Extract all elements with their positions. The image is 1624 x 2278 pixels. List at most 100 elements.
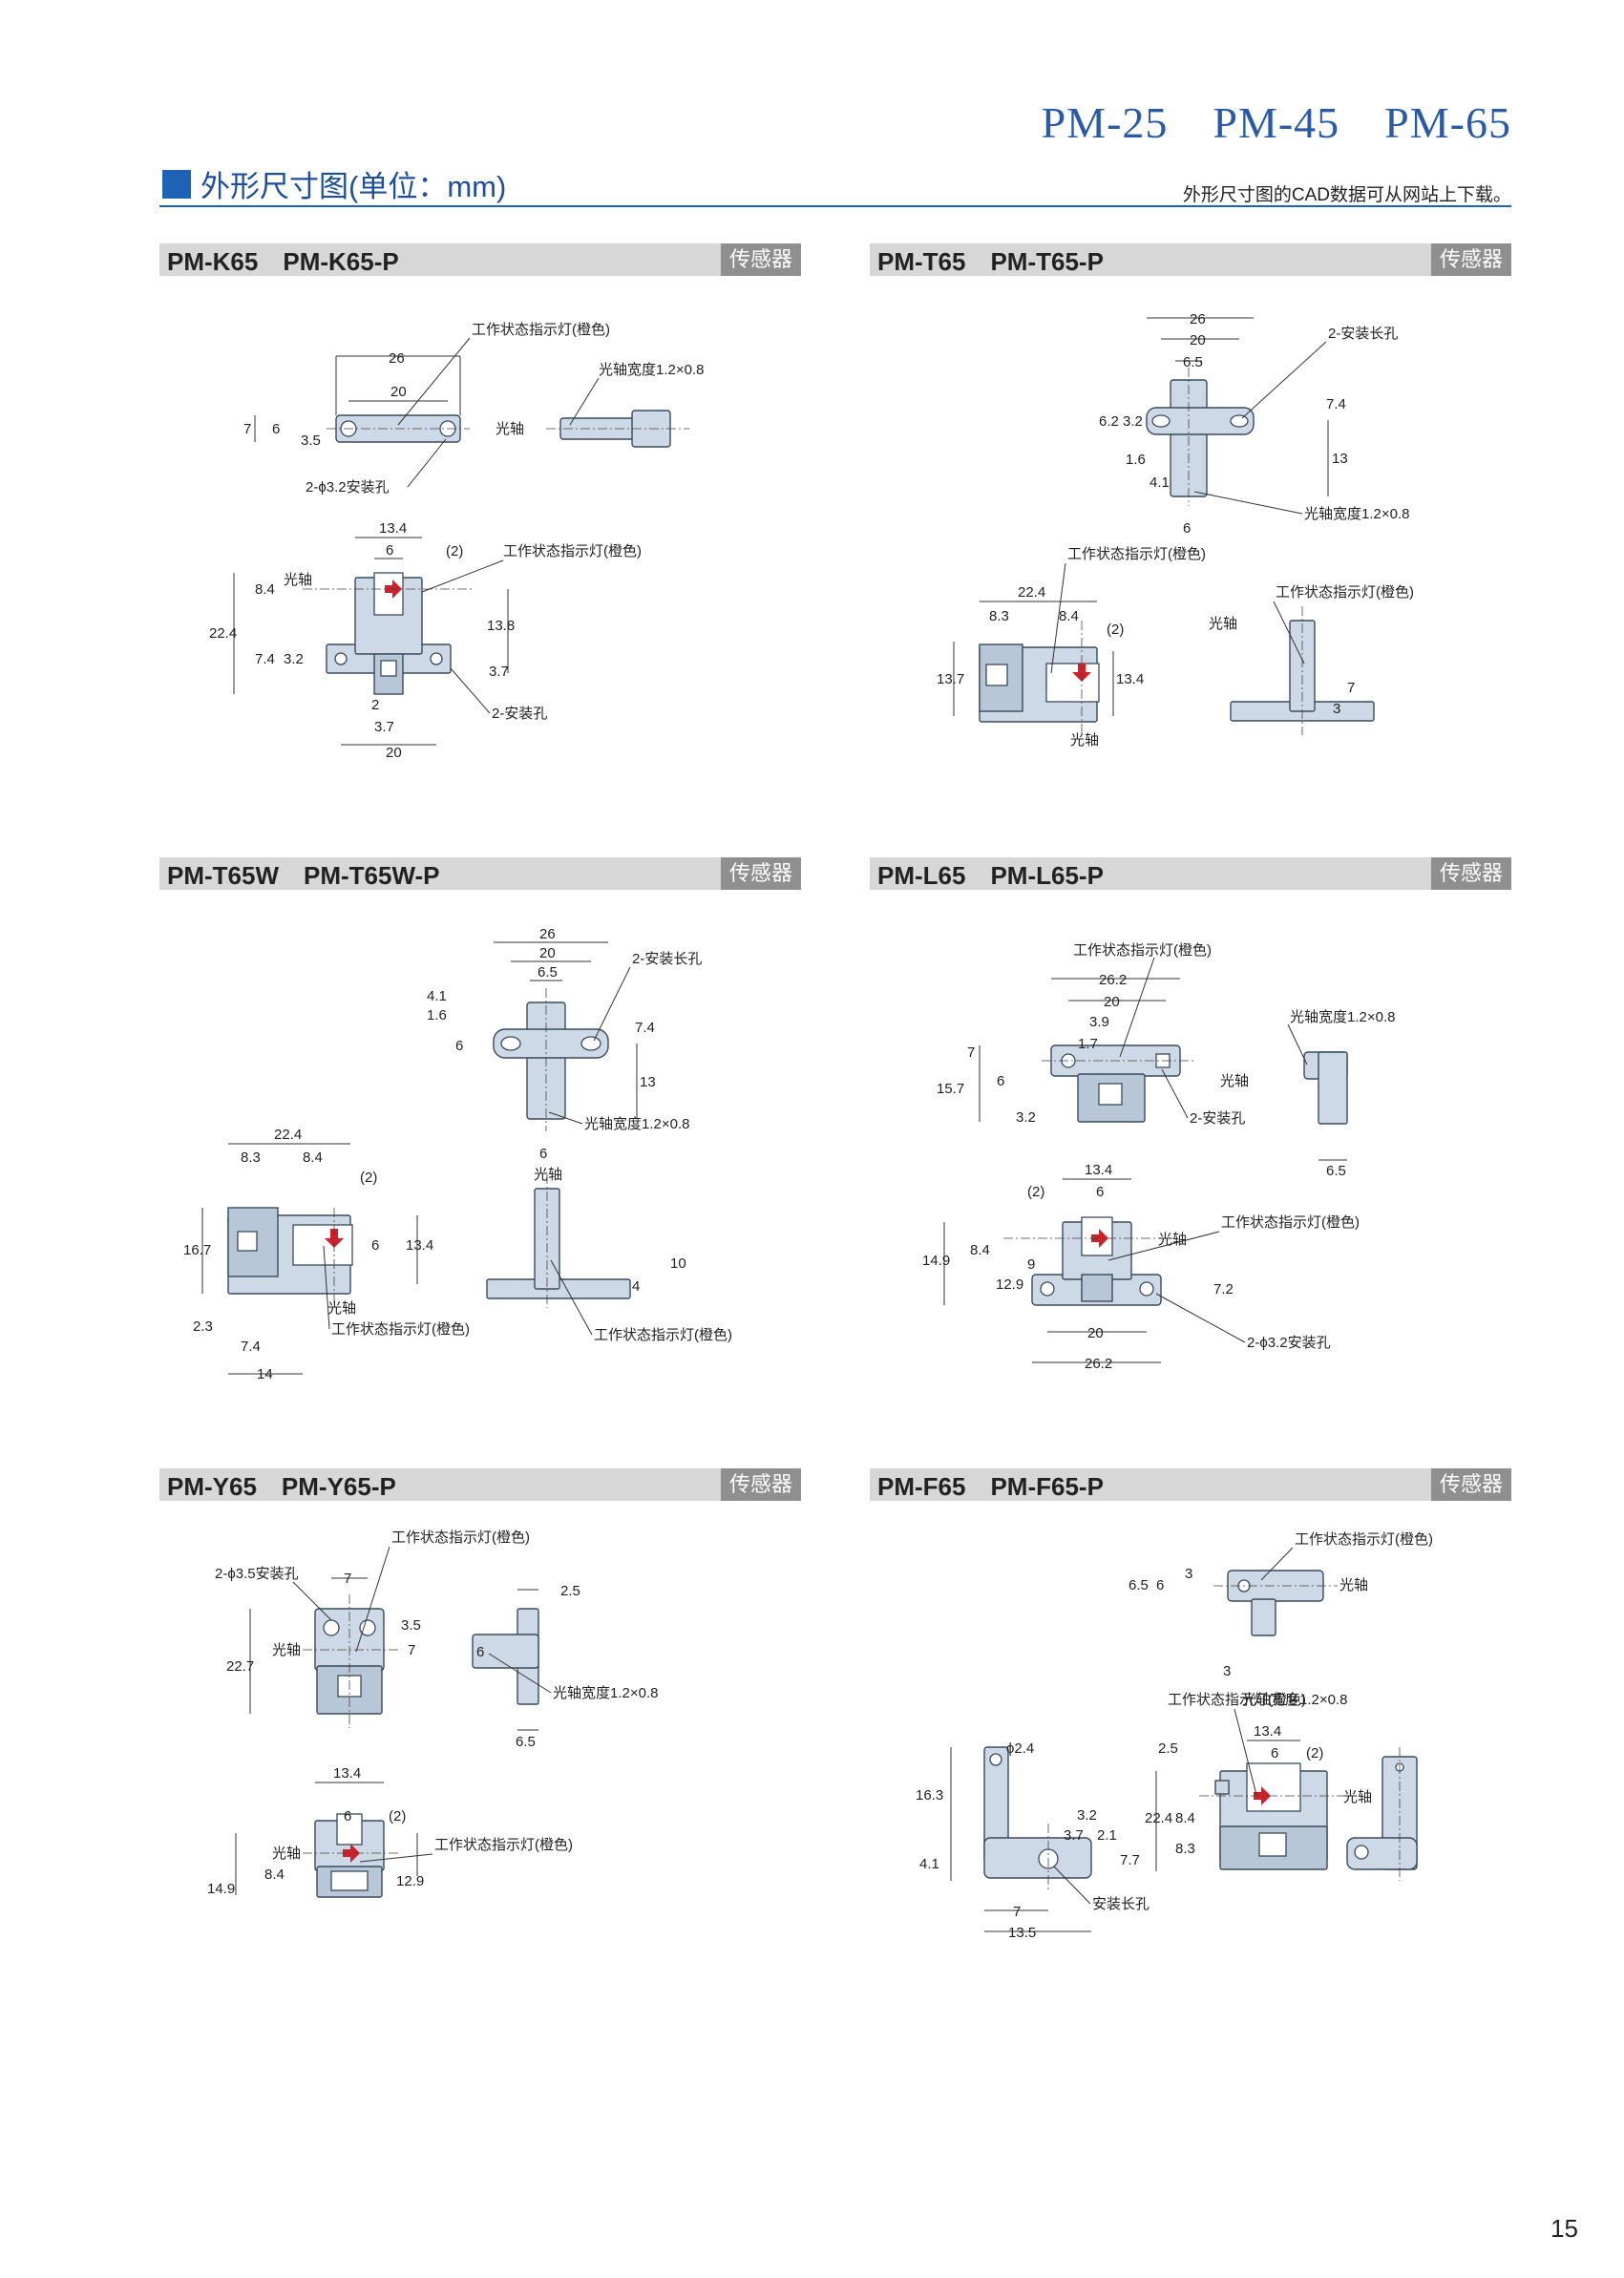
callout-label: 工作状态指示灯(橙色) bbox=[1073, 942, 1212, 959]
dimension-label: 3.7 bbox=[1064, 1827, 1084, 1844]
dimension-label: 8.3 bbox=[241, 1150, 261, 1166]
dimension-label: 13.4 bbox=[1085, 1162, 1112, 1178]
callout-label: 工作状态指示灯(橙色) bbox=[472, 322, 610, 338]
drawing-t65: 26 20 6.5 7.4 6.2 3.2 1.6 4.1 13 6 2-安装长… bbox=[937, 311, 1414, 749]
dimension-label: 6 bbox=[476, 1644, 484, 1660]
callout-label: 光轴 bbox=[1209, 616, 1237, 632]
dimension-label: 6 bbox=[371, 1237, 379, 1254]
dimension-label: 1.6 bbox=[1126, 452, 1146, 468]
dimension-label: 7.4 bbox=[1326, 396, 1346, 412]
dimension-label: 14 bbox=[257, 1366, 273, 1382]
callout-label: 光轴 bbox=[327, 1300, 356, 1317]
callout-label: 2-安装孔 bbox=[1190, 1110, 1245, 1127]
dimension-label: 6 bbox=[1096, 1184, 1104, 1200]
dimension-label: 4.1 bbox=[427, 988, 447, 1004]
dimension-label: 13.4 bbox=[333, 1765, 361, 1782]
callout-label: 工作状态指示灯(橙色) bbox=[1168, 1692, 1306, 1708]
dimension-label: 7.4 bbox=[635, 1020, 655, 1036]
section-divider bbox=[159, 205, 1511, 207]
dimension-label: 3.5 bbox=[301, 432, 321, 449]
dimension-label: 6 bbox=[1271, 1745, 1278, 1761]
dimension-label: 8.4 bbox=[1059, 608, 1079, 624]
dimension-label: 22.4 bbox=[1018, 584, 1045, 601]
dimension-label: 26 bbox=[389, 350, 405, 367]
dimension-label: 20 bbox=[1087, 1325, 1104, 1341]
dimension-label: 6 bbox=[539, 1146, 547, 1162]
dimension-label: 6 bbox=[455, 1038, 463, 1054]
dimension-label: 8.4 bbox=[303, 1150, 323, 1166]
dimension-label: (2) bbox=[389, 1808, 406, 1825]
dimension-label: (2) bbox=[1107, 622, 1124, 638]
dimension-label: 7 bbox=[344, 1571, 351, 1587]
callout-label: 光轴宽度1.2×0.8 bbox=[1304, 506, 1409, 522]
dimension-label: 6 bbox=[1183, 520, 1191, 537]
dimension-label: 7 bbox=[243, 421, 251, 437]
dimension-label: 20 bbox=[1104, 994, 1120, 1010]
callout-label: 工作状态指示灯(橙色) bbox=[1221, 1214, 1360, 1231]
dimension-label: 2.3 bbox=[193, 1318, 213, 1335]
dimension-label: 3.7 bbox=[489, 664, 509, 680]
dimension-label: 6 bbox=[344, 1808, 351, 1825]
dimension-label: 8.4 bbox=[970, 1242, 990, 1258]
dimension-label: 3 bbox=[1223, 1663, 1231, 1679]
dimension-label: 20 bbox=[386, 745, 402, 761]
callout-label: 2-安装长孔 bbox=[632, 951, 702, 967]
dimension-label: 1.7 bbox=[1078, 1036, 1098, 1052]
dimension-label: 3.7 bbox=[374, 719, 394, 735]
dimension-label: 6.5 bbox=[1128, 1577, 1149, 1593]
callout-label: 工作状态指示灯(橙色) bbox=[391, 1529, 530, 1546]
callout-label: 工作状态指示灯(橙色) bbox=[1276, 584, 1414, 601]
panel-title-t65w: PM-T65W PM-T65W-P bbox=[167, 860, 440, 890]
dimension-label: (2) bbox=[446, 543, 463, 559]
callout-label: 工作状态指示灯(橙色) bbox=[594, 1327, 732, 1343]
dimension-label: 13.8 bbox=[487, 618, 515, 634]
callout-label: 工作状态指示灯(橙色) bbox=[1067, 546, 1206, 562]
dimension-label: 8.3 bbox=[1175, 1841, 1195, 1857]
dimension-label: 7 bbox=[1347, 680, 1355, 696]
dimension-label: 2.1 bbox=[1097, 1827, 1117, 1844]
dimension-label: 13 bbox=[640, 1074, 656, 1090]
dimension-label: 7 bbox=[1013, 1904, 1021, 1920]
dimension-label: 3 bbox=[1333, 701, 1340, 717]
dimension-label: 22.7 bbox=[226, 1658, 254, 1675]
section-title: 外形尺寸图(单位：mm) bbox=[162, 162, 506, 205]
dimension-label: 13 bbox=[1332, 451, 1348, 467]
dimension-label: 9 bbox=[1027, 1256, 1035, 1273]
dimension-label: 26 bbox=[539, 926, 556, 942]
panel-tag-f65: 传感器 bbox=[1430, 1468, 1511, 1501]
dimension-label: 20 bbox=[1190, 332, 1206, 348]
dimension-label: 16.3 bbox=[916, 1787, 943, 1803]
callout-label: ϕ2.4 bbox=[1006, 1740, 1034, 1757]
panel-tag-k65: 传感器 bbox=[720, 243, 801, 276]
dimension-label: 7 bbox=[408, 1642, 415, 1658]
dimension-label: 4.1 bbox=[919, 1856, 939, 1872]
dimension-label: (2) bbox=[360, 1170, 377, 1186]
dimension-label: 3.9 bbox=[1089, 1014, 1109, 1030]
dimension-label: 7 bbox=[967, 1044, 975, 1061]
callout-label: 工作状态指示灯(橙色) bbox=[503, 543, 642, 559]
cad-download-note: 外形尺寸图的CAD数据可从网站上下载。 bbox=[1182, 185, 1511, 205]
callout-label: 2-安装长孔 bbox=[1328, 326, 1398, 342]
panel-title-y65: PM-Y65 PM-Y65-P bbox=[167, 1471, 396, 1501]
dimension-label: 10 bbox=[670, 1255, 686, 1272]
dimension-label: 2.5 bbox=[1158, 1740, 1178, 1757]
panel-title-f65: PM-F65 PM-F65-P bbox=[877, 1471, 1104, 1501]
callout-label: 光轴 bbox=[272, 1642, 301, 1658]
callout-label: 光轴宽度1.2×0.8 bbox=[1290, 1009, 1395, 1025]
dimension-label: 7.2 bbox=[1213, 1281, 1234, 1297]
callout-label: 安装长孔 bbox=[1092, 1896, 1149, 1912]
dimension-label: 22.4 bbox=[1145, 1810, 1172, 1826]
callout-label: 光轴宽度1.2×0.8 bbox=[553, 1685, 658, 1701]
callout-label: 2-ϕ3.5安装孔 bbox=[215, 1566, 299, 1582]
dimension-label: 3.2 bbox=[1077, 1807, 1097, 1824]
panel-tag-t65: 传感器 bbox=[1430, 243, 1511, 276]
drawing-k65: 26 20 7 6 3.5 工作状态指示灯(橙色) 2-ϕ3.2安装孔 光轴 光… bbox=[209, 322, 704, 761]
section-title-text: 外形尺寸图(单位：mm) bbox=[200, 170, 507, 203]
dimension-label: 2 bbox=[371, 697, 379, 713]
callout-label: 2-安装孔 bbox=[492, 706, 547, 722]
callout-label: 光轴 bbox=[496, 421, 524, 437]
callout-label: 光轴 bbox=[272, 1846, 301, 1862]
dimension-label: 16.7 bbox=[183, 1242, 211, 1258]
callout-label: 2-ϕ3.2安装孔 bbox=[306, 479, 390, 496]
